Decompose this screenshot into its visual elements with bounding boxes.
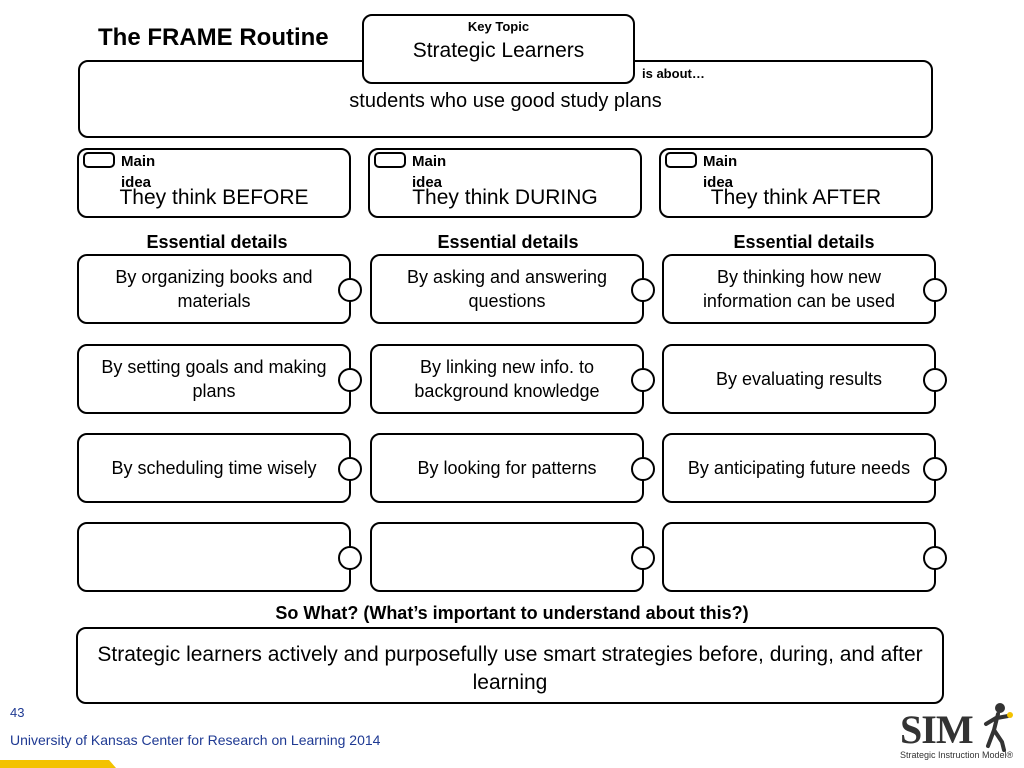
detail-text: By evaluating results [715,369,883,389]
detail-box [370,522,655,592]
connector-circle [631,368,655,392]
main-idea-text: They think AFTER [710,186,882,209]
main-idea-box-2: Main idea They think DURING [368,148,642,218]
detail-box: By linking new info. to background knowl… [370,344,655,414]
detail-box: By setting goals and making plans [77,344,362,414]
essential-details-heading: Essential details [733,232,875,252]
detail-text: By scheduling time wisely [111,458,317,478]
page-title: The FRAME Routine [98,24,329,51]
connector-circle [631,457,655,481]
main-idea-checkbox [374,152,406,168]
detail-box [662,522,947,592]
essential-details-heading: Essential details [146,232,288,252]
main-idea-checkbox [665,152,697,168]
detail-box: By thinking how new information can be u… [662,254,947,324]
detail-text: By setting goals and making plans [101,357,327,401]
sim-tagline: Strategic Instruction Model® [900,750,1014,760]
so-what-text: Strategic learners actively and purposef… [97,643,923,694]
main-idea-box-1: Main idea They think BEFORE [77,148,351,218]
detail-box: By looking for patterns [370,433,655,503]
running-figure-icon [984,703,1013,752]
detail-text: By organizing books and materials [115,267,313,311]
main-idea-checkbox [83,152,115,168]
footer-credit: University of Kansas Center for Research… [10,732,381,748]
detail-box: By scheduling time wisely [77,433,362,503]
key-topic-text: Strategic Learners [412,39,585,62]
detail-text: By anticipating future needs [687,458,911,478]
detail-text: By linking new info. to background knowl… [414,357,600,401]
key-topic-box: Key Topic Strategic Learners [362,14,635,84]
connector-circle [631,546,655,570]
connector-circle [923,546,947,570]
connector-circle [338,278,362,302]
detail-box: By anticipating future needs [662,433,947,503]
detail-box [77,522,362,592]
main-idea-label: Main idea [412,153,447,191]
key-topic-label: Key Topic [467,19,530,34]
is-about-label: is about… [642,66,705,81]
detail-box: By organizing books and materials [77,254,362,324]
main-idea-box-3: Main idea They think AFTER [659,148,933,218]
sim-logo: SIM Strategic Instruction Model® [898,702,1018,764]
so-what-label: So What? (What’s important to understand… [275,603,749,623]
detail-text: By looking for patterns [417,458,597,478]
main-idea-label: Main idea [121,153,156,191]
connector-circle [338,457,362,481]
connector-circle [923,457,947,481]
detail-box: By evaluating results [662,344,947,414]
connector-circle [338,546,362,570]
main-idea-text: They think BEFORE [119,186,309,209]
connector-circle [338,368,362,392]
main-idea-text: They think DURING [412,186,598,209]
footer-accent-bar [0,760,116,768]
essential-details-heading: Essential details [437,232,579,252]
detail-text: By asking and answering questions [406,267,608,311]
detail-box: By asking and answering questions [370,254,655,324]
is-about-text: students who use good study plans [349,90,662,112]
main-idea-label: Main idea [703,153,738,191]
detail-text: By thinking how new information can be u… [702,267,896,311]
connector-circle [923,278,947,302]
connector-circle [923,368,947,392]
sim-wordmark: SIM [900,707,974,752]
connector-circle [631,278,655,302]
slide-number: 43 [10,705,25,720]
so-what-box: Strategic learners actively and purposef… [76,627,944,704]
